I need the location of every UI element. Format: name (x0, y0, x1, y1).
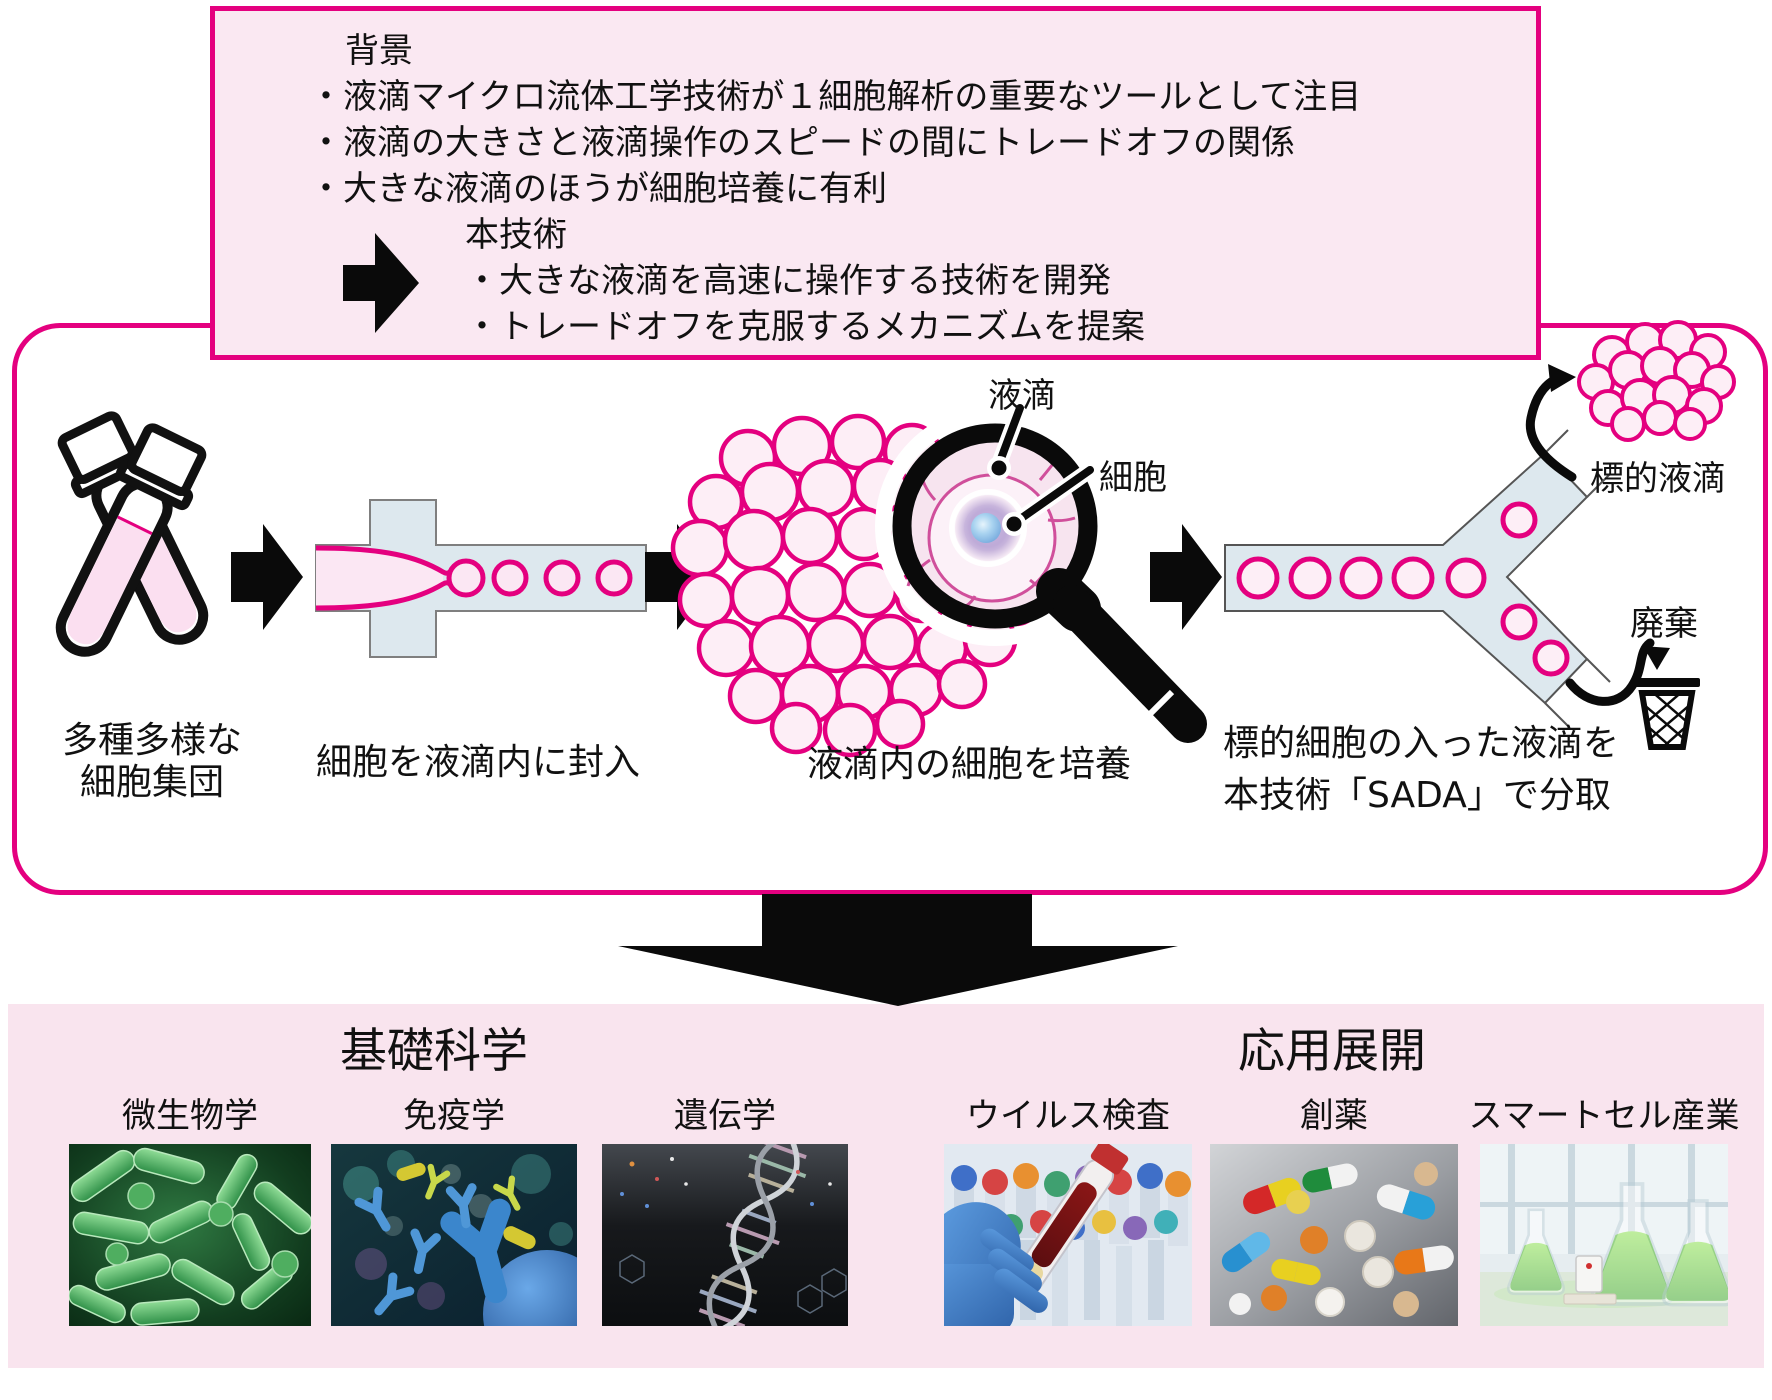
arrow-right-icon (231, 524, 303, 630)
background-bullet-1: ・液滴マイクロ流体工学技術が１細胞解析の重要なツールとして注目 (309, 77, 1362, 117)
genetics-image (602, 1144, 848, 1326)
target-droplet-label: 標的液滴 (1590, 459, 1726, 499)
discard-curved-arrow-icon (1565, 638, 1670, 706)
smart-cell-image (1480, 1144, 1728, 1326)
cell-callout-line (1002, 462, 1098, 536)
technology-bullet-1: ・大きな液滴を高速に操作する技術を開発 (465, 261, 1111, 301)
technology-title: 本技術 (465, 215, 567, 255)
step4-caption: 標的細胞の入った液滴を 本技術「SADA」で分取 (1223, 723, 1620, 816)
test-tubes-icon (55, 411, 209, 657)
magnifying-glass-icon (875, 406, 1207, 743)
virus-testing-label: ウイルス検査 (966, 1096, 1170, 1136)
target-droplet-cluster (1577, 320, 1736, 442)
arrow-right-icon (645, 524, 717, 630)
droplet-generator (315, 499, 647, 658)
virus-testing-image (944, 1144, 1192, 1326)
y-junction-channel (1224, 429, 1611, 727)
background-bullet-3: ・大きな液滴のほうが細胞培養に有利 (309, 169, 887, 209)
drug-discovery-image (1210, 1144, 1458, 1326)
immunology-label: 免疫学 (403, 1096, 505, 1136)
background-box: 背景 ・液滴マイクロ流体工学技術が１細胞解析の重要なツールとして注目 ・液滴の大… (210, 6, 1541, 360)
step2-caption: 細胞を液滴内に封入 (315, 742, 641, 783)
target-curved-arrow-icon (1525, 364, 1577, 482)
trash-icon (1632, 678, 1700, 750)
big-down-arrow-icon (618, 894, 1178, 1006)
droplet-callout-line (987, 400, 1028, 480)
discard-label: 廃棄 (1630, 604, 1698, 644)
basic-science-title: 基礎科学 (340, 1024, 528, 1079)
smart-cell-label: スマートセル産業 (1468, 1096, 1740, 1136)
microbiology-label: 微生物学 (122, 1096, 258, 1136)
droplet-label: 液滴 (988, 376, 1056, 416)
step3-caption: 液滴内の細胞を培養 (806, 744, 1132, 785)
immunology-image (331, 1144, 577, 1326)
genetics-label: 遺伝学 (674, 1096, 776, 1136)
microbiology-image (69, 1144, 311, 1326)
drug-discovery-label: 創薬 (1300, 1096, 1368, 1136)
arrow-right-icon (343, 233, 419, 333)
step1-caption: 多種多様な 細胞集団 (61, 720, 243, 804)
arrow-right-icon (1150, 524, 1222, 630)
cell-label: 細胞 (1099, 458, 1167, 498)
technology-bullet-2: ・トレードオフを克服するメカニズムを提案 (465, 307, 1145, 347)
background-bullet-2: ・液滴の大きさと液滴操作のスピードの間にトレードオフの関係 (309, 123, 1295, 163)
applications-title: 応用展開 (1238, 1024, 1426, 1079)
background-title: 背景 (345, 31, 413, 71)
